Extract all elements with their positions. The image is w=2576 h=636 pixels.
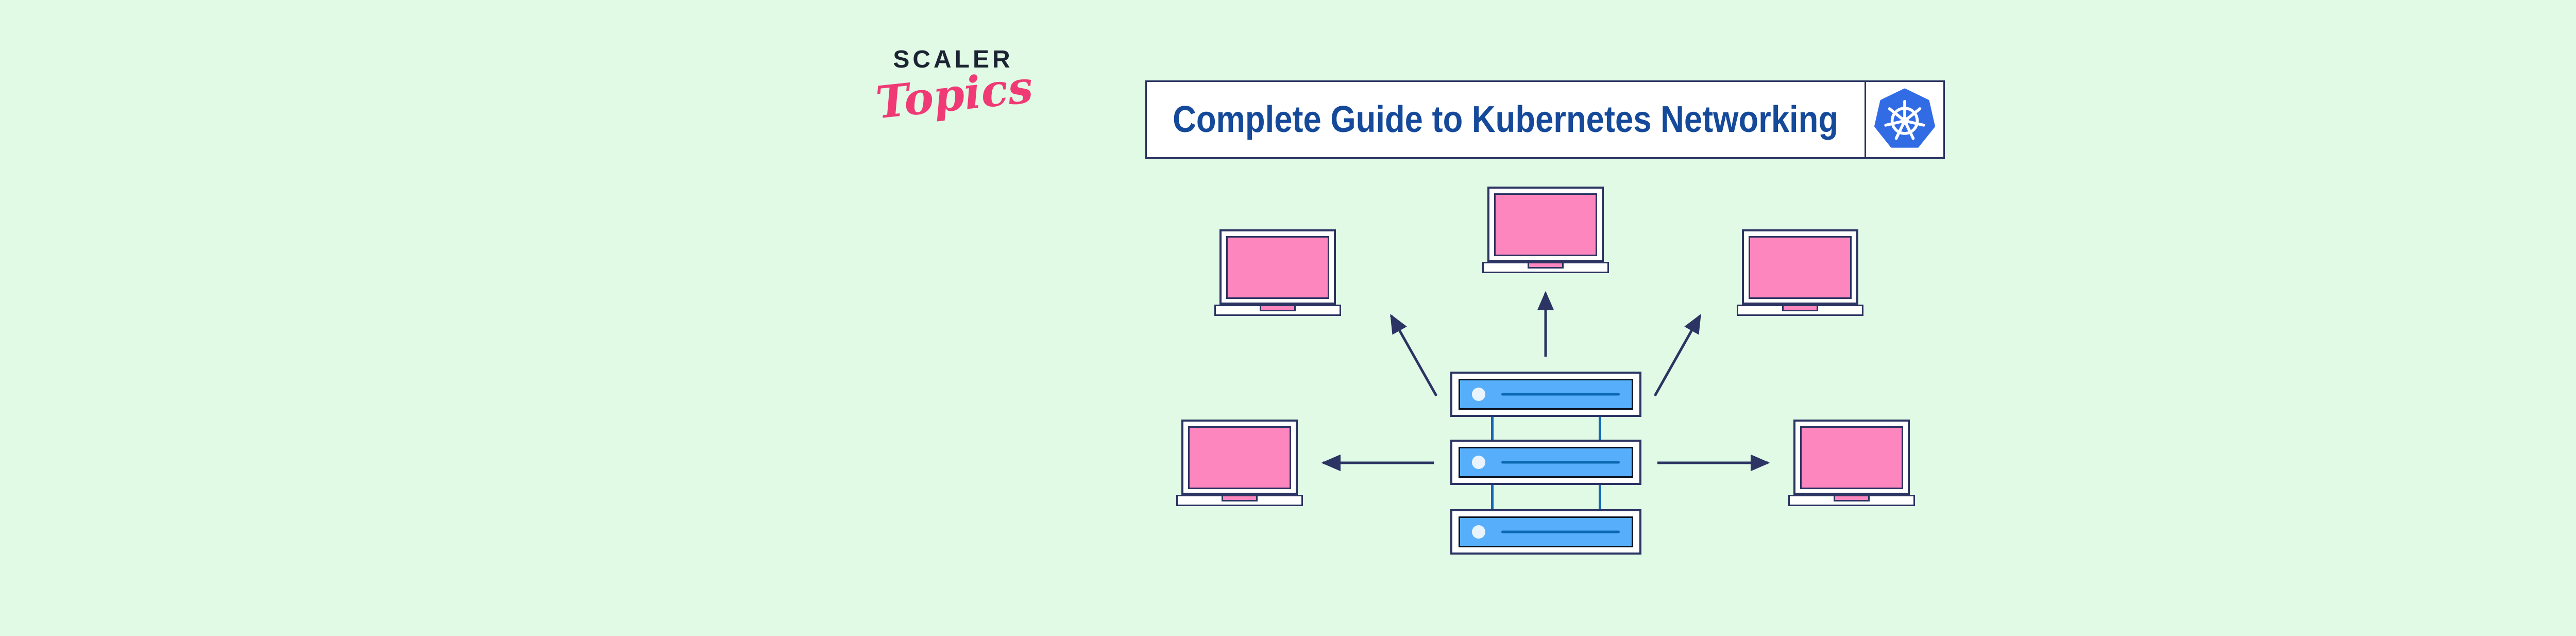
server-led-indicator <box>1472 525 1485 539</box>
banner-title-cell: Complete Guide to Kubernetes Networking <box>1147 82 1865 157</box>
page-title: Complete Guide to Kubernetes Networking <box>1173 99 1839 140</box>
server-unit-1 <box>1450 372 1641 417</box>
laptop-screen-bezel <box>1487 187 1604 262</box>
server-unit-3 <box>1450 509 1641 555</box>
laptop-top-right <box>1737 229 1863 316</box>
server-connector-line <box>1491 483 1494 511</box>
laptop-hinge <box>1528 262 1564 269</box>
laptop-screen <box>1188 426 1291 489</box>
scaler-topics-logo: SCALER Topics <box>873 46 1036 156</box>
server-unit-panel <box>1459 379 1633 410</box>
server-slot-line <box>1501 530 1620 533</box>
title-banner: Complete Guide to Kubernetes Networking <box>1145 80 1945 159</box>
laptop-screen-bezel <box>1742 229 1858 305</box>
server-connector-line <box>1599 483 1601 511</box>
server-led-indicator <box>1472 388 1485 401</box>
server-connector-line <box>1491 415 1494 442</box>
laptop-screen <box>1800 426 1903 489</box>
scaler-brand-wordmark: SCALER <box>893 46 1013 73</box>
server-slot-line <box>1501 461 1620 464</box>
laptop-screen-bezel <box>1181 420 1298 495</box>
server-unit-panel <box>1459 516 1633 547</box>
server-slot-line <box>1501 393 1620 396</box>
server-unit-2 <box>1450 440 1641 485</box>
server-led-indicator <box>1472 456 1485 469</box>
laptop-hinge <box>1260 305 1296 311</box>
laptop-base <box>1176 495 1303 506</box>
laptop-screen <box>1749 236 1852 299</box>
laptop-base <box>1482 262 1609 273</box>
laptop-hinge <box>1834 495 1870 501</box>
laptop-screen-bezel <box>1793 420 1910 495</box>
laptop-screen <box>1226 236 1329 299</box>
server-unit-panel <box>1459 447 1633 478</box>
laptop-screen <box>1494 193 1597 256</box>
topics-script-wordmark: Topics <box>873 61 1036 129</box>
laptop-hinge <box>1222 495 1258 501</box>
laptop-base <box>1737 305 1863 316</box>
laptop-mid-left <box>1176 420 1303 506</box>
laptop-top-left <box>1214 229 1341 316</box>
arrow-up-right <box>1653 313 1702 397</box>
arrow-up-left <box>1389 313 1438 397</box>
laptop-screen-bezel <box>1219 229 1336 305</box>
kubernetes-icon <box>1874 88 1935 148</box>
laptop-base <box>1214 305 1341 316</box>
laptop-hinge <box>1782 305 1818 311</box>
laptop-top-center <box>1482 187 1609 273</box>
server-connector-line <box>1599 415 1601 442</box>
laptop-mid-right <box>1788 420 1915 506</box>
laptop-base <box>1788 495 1915 506</box>
kubernetes-logo-cell <box>1865 82 1943 157</box>
server-stack <box>1450 372 1641 556</box>
